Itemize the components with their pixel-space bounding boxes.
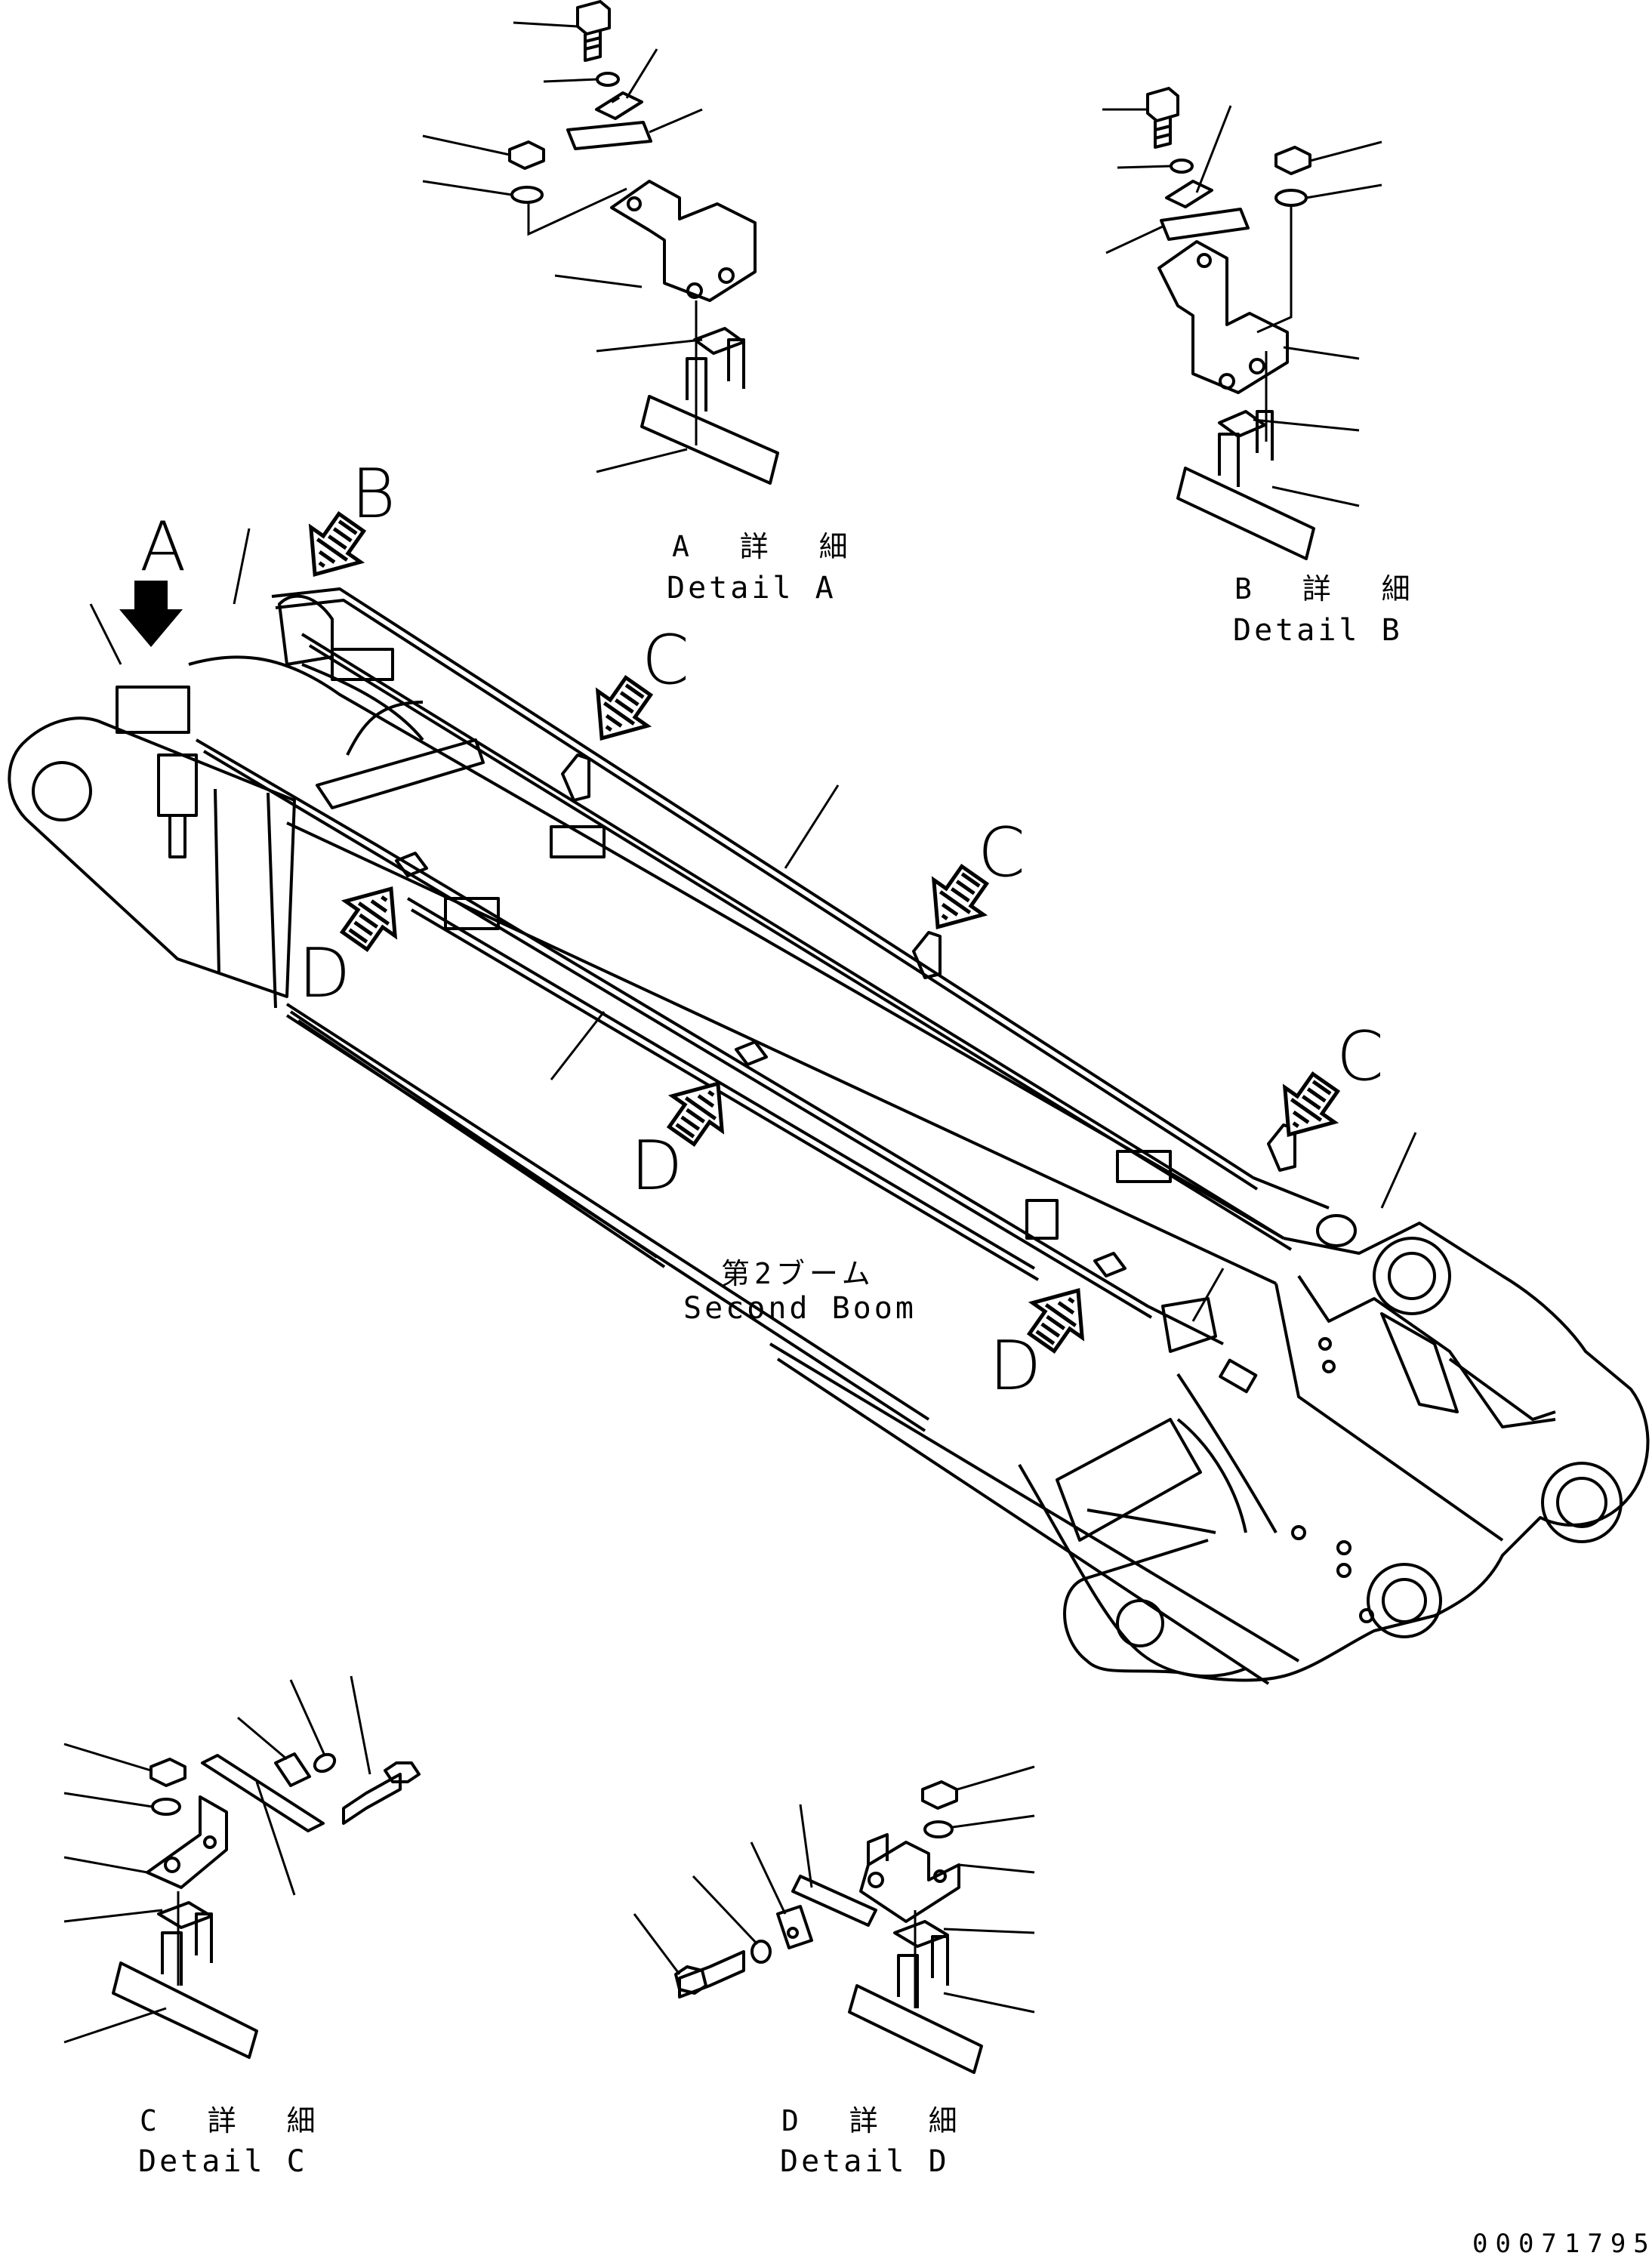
callout-c1: C	[642, 621, 689, 700]
detail-b-drawing	[1146, 87, 1315, 560]
callout-d3: D	[989, 1327, 1041, 1406]
arrow-a-icon	[119, 581, 183, 647]
detail-a-caption-jp: A 詳 細	[672, 530, 865, 563]
detail-b-caption-jp: B 詳 細	[1234, 572, 1427, 606]
callout-a: A	[140, 507, 186, 587]
main-caption-en: Second Boom	[683, 1291, 917, 1326]
callout-b: B	[351, 455, 396, 534]
detail-b-caption-en: Detail B	[1233, 613, 1403, 648]
drawing-code: 00071795	[1472, 2229, 1652, 2259]
callout-d2: D	[630, 1126, 683, 1206]
second-boom-drawing	[8, 587, 1650, 1685]
callout-c2: C	[978, 813, 1025, 892]
detail-d-leaders	[633, 1765, 1035, 2014]
leader-lines	[89, 528, 1417, 1322]
detail-c-leaders	[63, 1675, 371, 2044]
detail-d-caption-en: Detail D	[780, 2144, 950, 2179]
detail-c-drawing	[112, 1752, 421, 2059]
callout-letters: A B C C C D D D	[140, 455, 1384, 1406]
detail-a-leaders	[422, 21, 703, 473]
main-caption-jp: 第2ブーム	[721, 1257, 875, 1290]
detail-b-leaders	[1102, 105, 1382, 507]
detail-d-caption-jp: D 詳 細	[781, 2104, 974, 2137]
callout-d1: D	[298, 934, 350, 1013]
detail-a-drawing	[508, 0, 779, 485]
detail-c-caption-jp: C 詳 細	[140, 2104, 332, 2137]
callout-c3: C	[1336, 1017, 1384, 1096]
detail-a-caption-en: Detail A	[667, 571, 837, 606]
detail-c-caption-en: Detail C	[138, 2144, 308, 2179]
detail-d-drawing	[674, 1780, 983, 2074]
